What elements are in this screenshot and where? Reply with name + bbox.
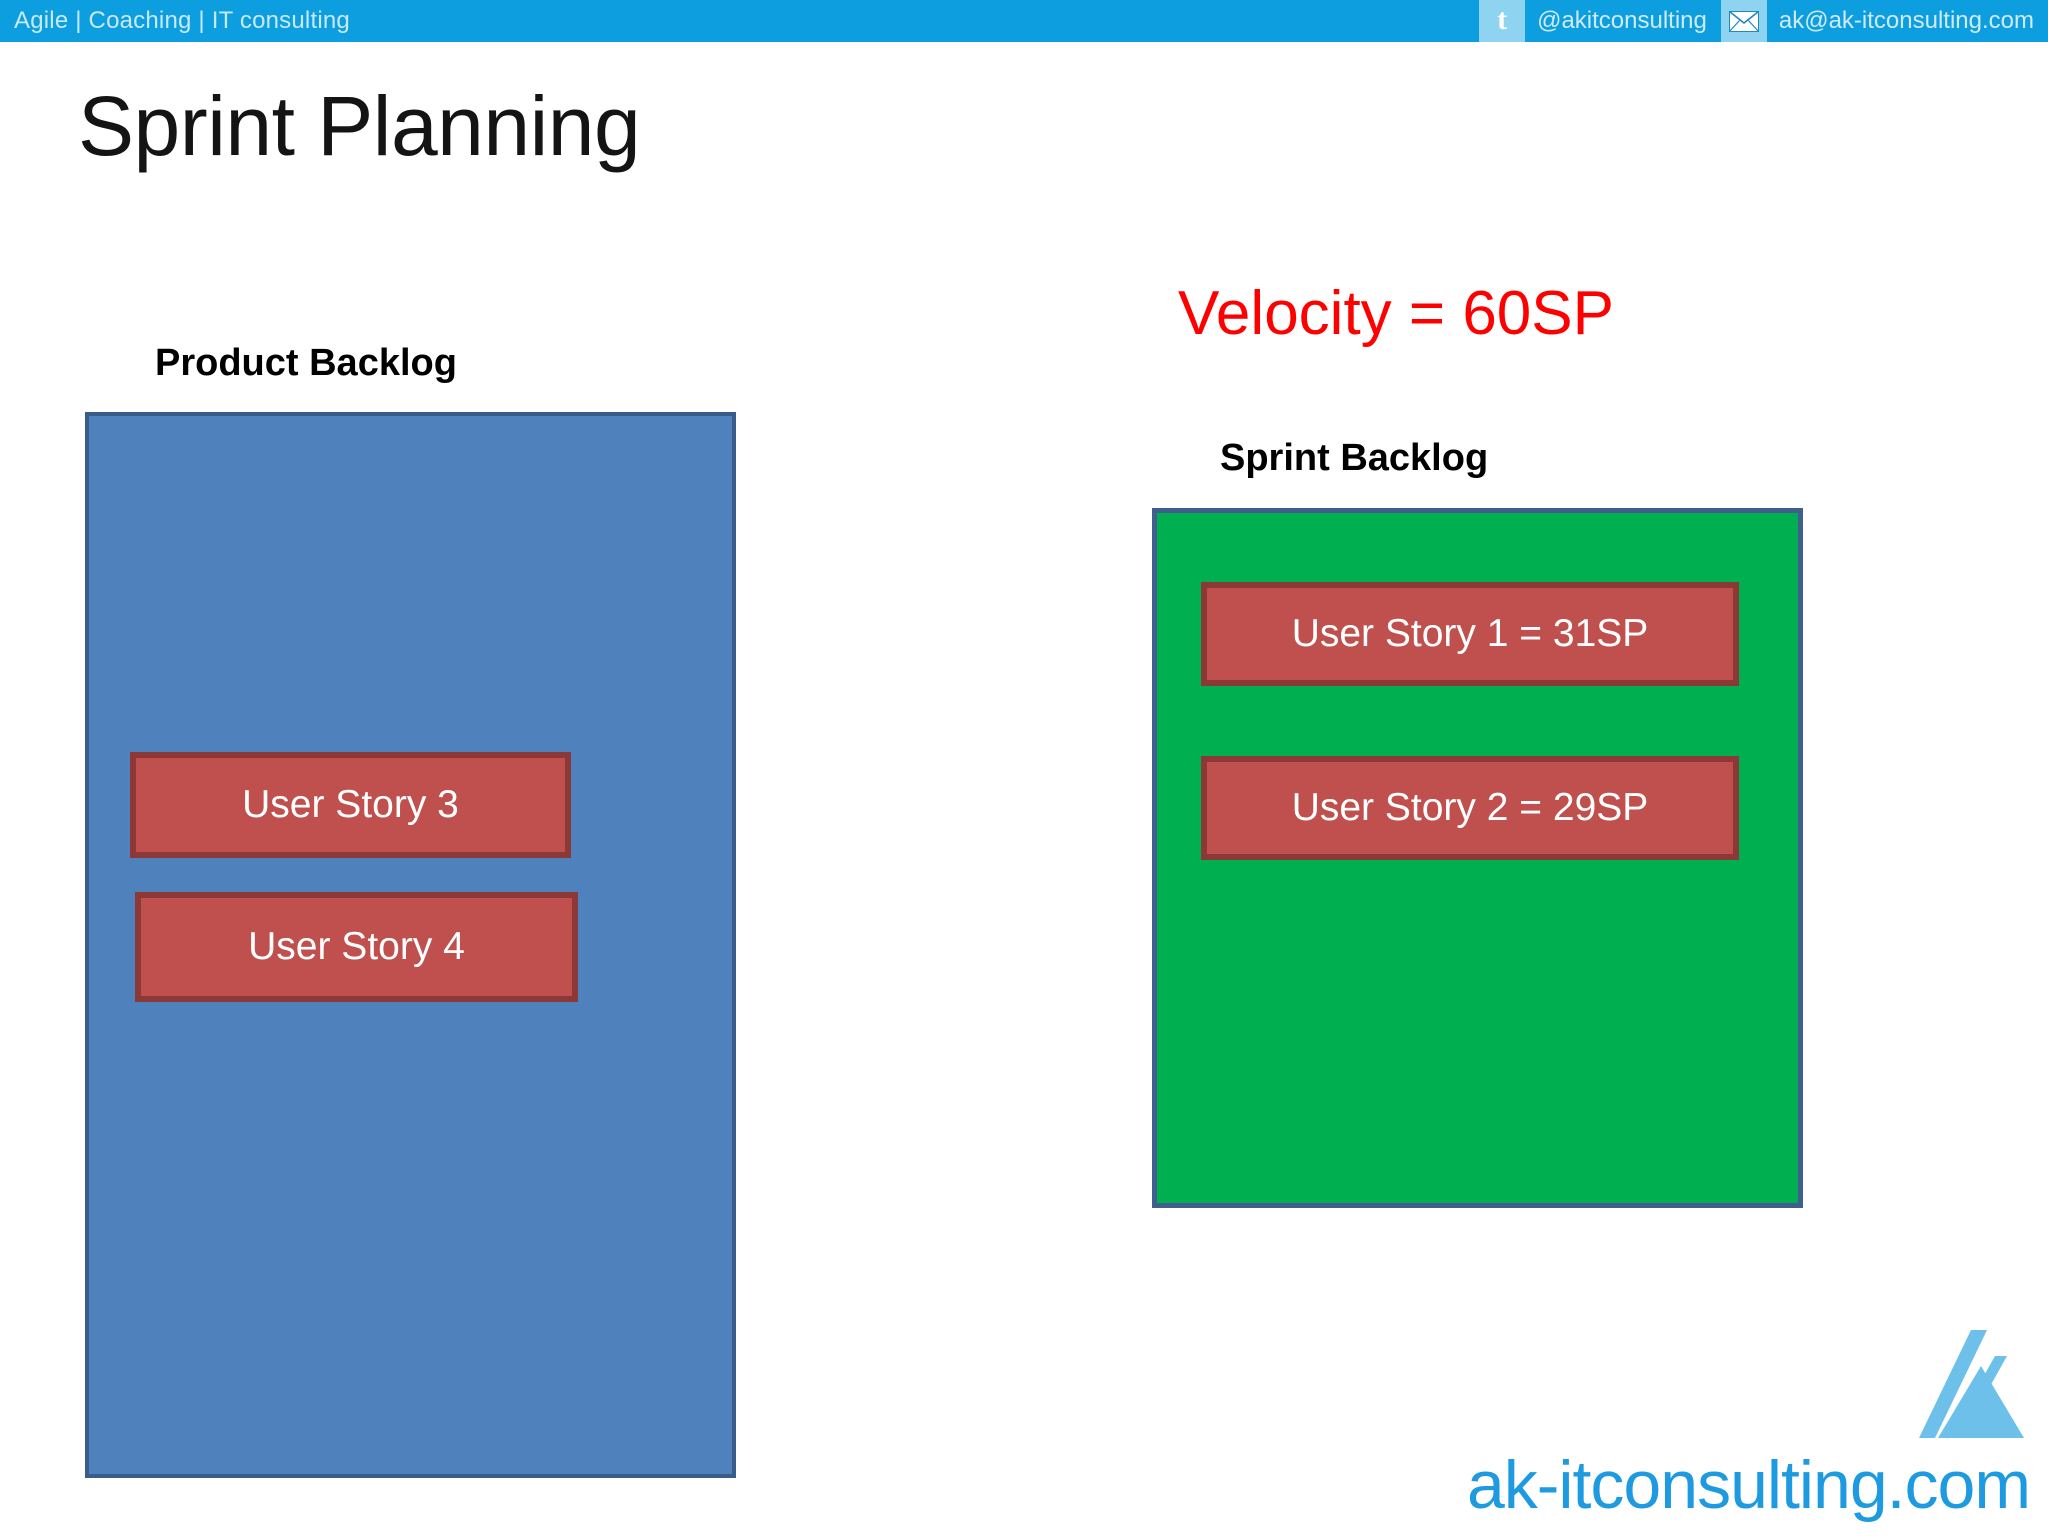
page-title: Sprint Planning — [78, 79, 641, 173]
story-card[interactable]: User Story 3 — [130, 752, 571, 858]
banner-tagline: Agile | Coaching | IT consulting — [14, 7, 350, 34]
twitter-bird-icon[interactable]: t — [1479, 0, 1526, 42]
email-contact[interactable]: ak@ak-itconsulting.com — [1720, 0, 2048, 42]
product-backlog-label: Product Backlog — [155, 342, 457, 384]
top-banner: Agile | Coaching | IT consulting t @akit… — [0, 0, 2048, 42]
envelope-icon[interactable] — [1720, 0, 1767, 42]
triangle-stripes-logo-icon — [1909, 1330, 2024, 1438]
email-address: ak@ak-itconsulting.com — [1778, 7, 2034, 34]
banner-spacer — [350, 0, 1479, 42]
story-card[interactable]: User Story 4 — [135, 892, 578, 1002]
logo-wordmark: ak-itconsulting.com — [1466, 1447, 2031, 1523]
twitter-handle: @akitconsulting — [1537, 7, 1707, 34]
footer-logo[interactable]: ak-itconsulting.com — [1330, 1330, 2031, 1530]
twitter-glyph: t — [1497, 3, 1508, 36]
twitter-contact[interactable]: t @akitconsulting — [1479, 0, 1721, 42]
sprint-backlog-label: Sprint Backlog — [1220, 437, 1489, 479]
velocity-annotation: Velocity = 60SP — [1178, 279, 1614, 348]
story-card[interactable]: User Story 1 = 31SP — [1201, 582, 1739, 686]
story-card[interactable]: User Story 2 = 29SP — [1201, 756, 1739, 860]
